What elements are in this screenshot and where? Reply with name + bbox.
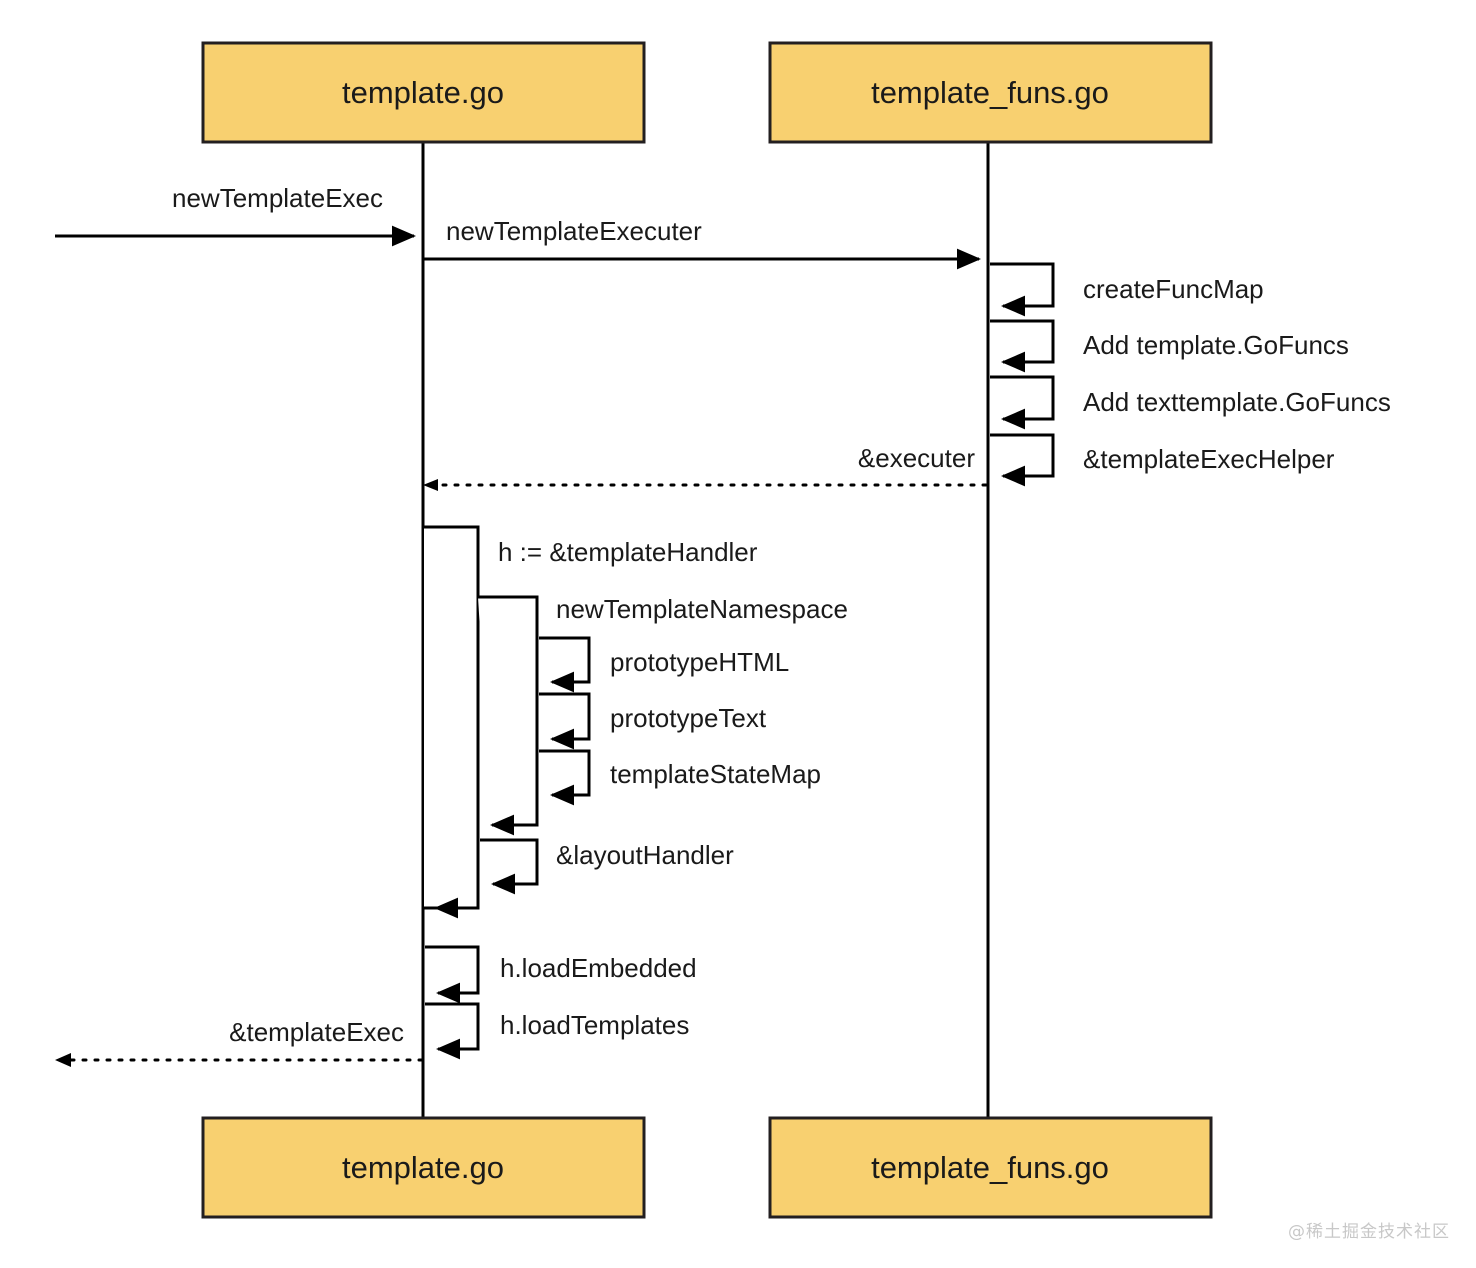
message-layout-handler[interactable]: &layoutHandler (480, 838, 734, 895)
message-create-func-map[interactable]: createFuncMap (990, 262, 1264, 317)
participant-template-top[interactable]: template.go (201, 41, 646, 144)
message-prototype-text[interactable]: prototypeText (539, 692, 767, 750)
participant-box (768, 41, 1213, 144)
message-new-template-executer[interactable]: newTemplateExecuter (424, 216, 981, 270)
message-label: &templateExecHelper (1083, 444, 1335, 474)
message-self-loop (425, 1002, 480, 1060)
message-self-loop (990, 262, 1055, 317)
message-self-loop (425, 945, 480, 1004)
message-label: prototypeHTML (610, 647, 789, 677)
message-self-loop (539, 636, 591, 693)
message-label: h := &templateHandler (498, 537, 758, 567)
participant-label: template.go (342, 75, 504, 110)
message-template-exec-helper[interactable]: &templateExecHelper (990, 433, 1335, 487)
message-self-loop (480, 838, 539, 895)
message-self-loop (539, 749, 591, 806)
message-label: templateStateMap (610, 759, 821, 789)
message-label: h.loadTemplates (500, 1010, 689, 1040)
message-executer-return[interactable]: &executer (423, 443, 988, 491)
message-label: &templateExec (229, 1017, 404, 1047)
watermark-text: @稀土掘金技术社区 (1288, 1222, 1450, 1242)
message-return-arrowhead (55, 1053, 71, 1067)
message-new-template-exec[interactable]: newTemplateExec (55, 183, 416, 247)
message-label: newTemplateExecuter (446, 216, 702, 246)
message-add-texttemplate-gofuncs[interactable]: Add texttemplate.GoFuncs (990, 375, 1391, 430)
message-label: h.loadEmbedded (500, 953, 697, 983)
message-label: &executer (858, 443, 975, 473)
message-label: prototypeText (610, 703, 767, 733)
message-label: newTemplateNamespace (556, 594, 848, 624)
message-label: &layoutHandler (556, 840, 734, 870)
participant-label: template_funs.go (871, 75, 1109, 110)
participant-label: template.go (342, 1150, 504, 1185)
message-self-loop (990, 319, 1055, 373)
message-template-exec-return[interactable]: &templateExec (55, 1017, 424, 1067)
participant-template-funs-top[interactable]: template_funs.go (768, 41, 1213, 144)
participant-template-bottom[interactable]: template.go (201, 1116, 646, 1219)
participant-template-funs-bottom[interactable]: template_funs.go (768, 1116, 1213, 1219)
activation-level-2 (478, 595, 539, 836)
message-template-state-map[interactable]: templateStateMap (539, 749, 821, 806)
activation-level-1 (424, 525, 480, 910)
message-load-templates[interactable]: h.loadTemplates (425, 1002, 689, 1060)
message-load-embedded[interactable]: h.loadEmbedded (425, 945, 697, 1004)
participant-label: template_funs.go (871, 1150, 1109, 1185)
message-add-template-gofuncs[interactable]: Add template.GoFuncs (990, 319, 1349, 373)
message-return-arrowhead (423, 479, 438, 491)
message-label: Add texttemplate.GoFuncs (1083, 387, 1391, 417)
participant-box (201, 41, 646, 144)
participant-box (768, 1116, 1213, 1219)
message-self-loop (539, 692, 591, 750)
message-label: createFuncMap (1083, 274, 1264, 304)
participant-box (201, 1116, 646, 1219)
message-self-loop (990, 375, 1055, 430)
message-label: newTemplateExec (172, 183, 383, 213)
message-label: Add template.GoFuncs (1083, 330, 1349, 360)
message-template-handler[interactable]: h := &templateHandler (498, 537, 758, 567)
message-self-loop (990, 433, 1055, 487)
message-new-template-namespace[interactable]: newTemplateNamespace (556, 594, 848, 624)
message-prototype-html[interactable]: prototypeHTML (539, 636, 789, 693)
